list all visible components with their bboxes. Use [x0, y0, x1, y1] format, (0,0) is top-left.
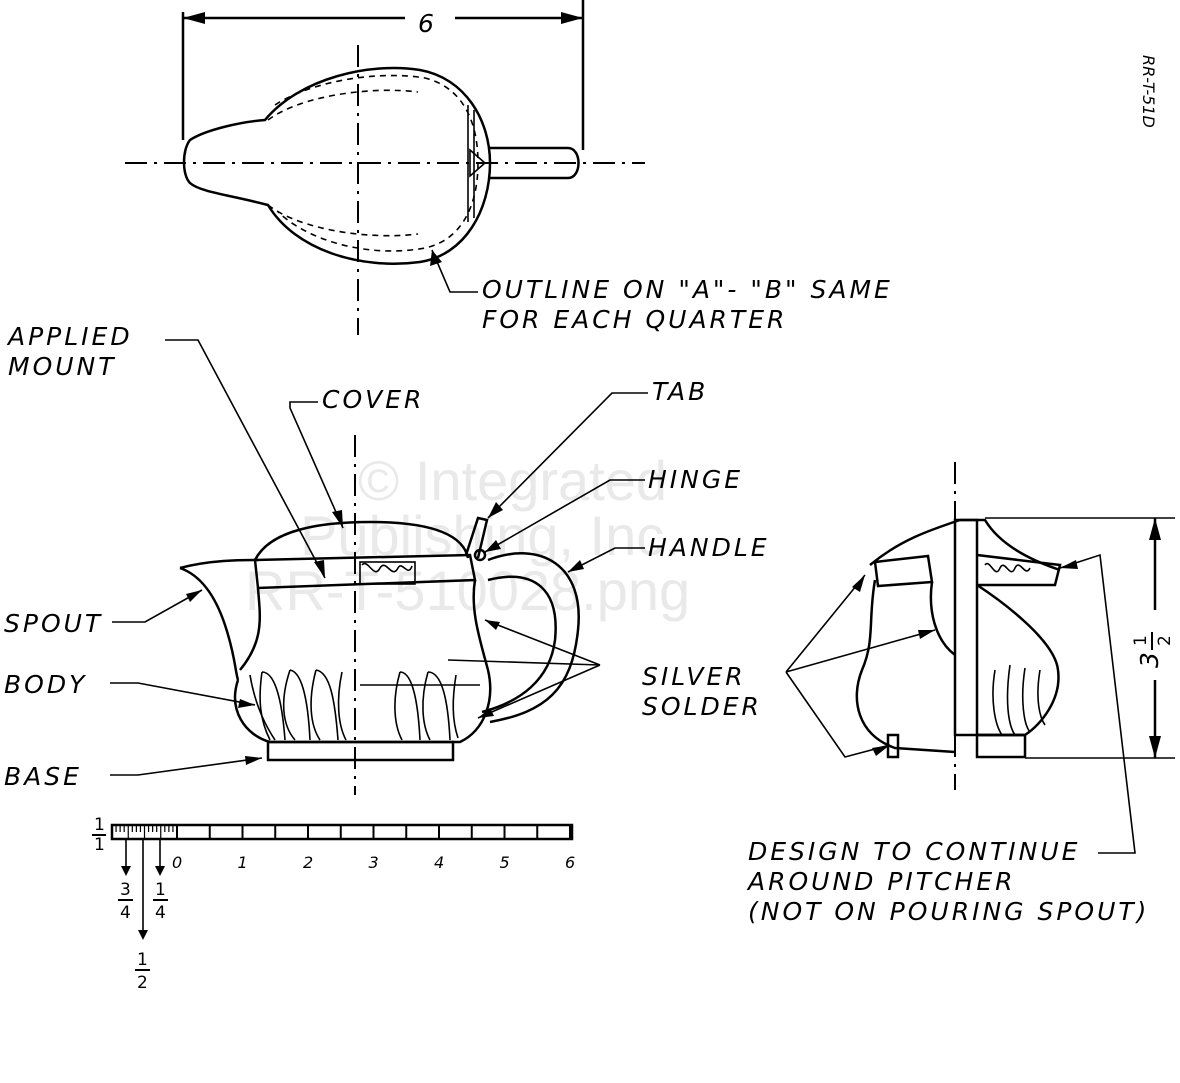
silver-solder-leaders-section	[785, 574, 936, 758]
top-outline	[182, 66, 492, 265]
front-base	[266, 740, 455, 762]
sub-label-three-quarter: 3 4	[118, 880, 133, 923]
front-mount-ornament	[359, 561, 416, 585]
design-label-3: (NOT ON POURING SPOUT)	[748, 897, 1149, 926]
applied-mount-label-1: APPLIED	[6, 322, 133, 351]
outline-label-2: FOR EACH QUARTER	[482, 305, 787, 334]
sub-label-quarter: 1 4	[153, 880, 168, 923]
sub-label-half-num: 1	[137, 950, 148, 970]
scale-unit-den: 1	[94, 835, 105, 855]
height-den: 2	[1155, 635, 1175, 646]
tab-label: TAB	[652, 377, 708, 406]
scale-tick-label: 2	[303, 853, 313, 872]
body-leader	[110, 682, 256, 706]
base-label: BASE	[4, 762, 82, 791]
height-num: 1	[1131, 635, 1151, 646]
silver-label: SILVER	[642, 662, 746, 691]
sub-label-half-den: 2	[137, 973, 148, 993]
top-handle	[488, 146, 580, 180]
section-view: 3 1 2	[785, 462, 1175, 854]
design-label-2: AROUND PITCHER	[746, 867, 1016, 896]
overall-width-dimension: 6	[418, 9, 437, 38]
drawing-id: RR-T-51D	[1139, 55, 1158, 128]
front-body-left	[239, 587, 261, 671]
handle-leader	[567, 547, 645, 573]
scale-tick-label: 1	[238, 853, 248, 872]
applied-mount-label-2: MOUNT	[8, 352, 117, 381]
section-mount-right	[976, 553, 1062, 587]
front-flutes	[249, 669, 480, 741]
hinge-leader	[484, 479, 645, 553]
front-spout-top	[179, 558, 259, 570]
base-leader	[110, 757, 263, 776]
outline-leader-arrow	[430, 250, 442, 266]
watermark-line-3: RR-T-510028.png	[245, 559, 690, 622]
scale-ticks	[111, 825, 571, 839]
handle-label: HANDLE	[648, 533, 770, 562]
front-view	[110, 339, 648, 795]
height-dimension: 3 1 2	[1131, 632, 1175, 668]
solder-label: SOLDER	[642, 692, 762, 721]
scale-tick-label: 5	[500, 853, 510, 872]
spout-label: SPOUT	[4, 609, 103, 638]
top-inner-outline	[274, 74, 479, 252]
sub-label-quarter-den: 4	[155, 903, 166, 923]
front-handle-inner	[481, 575, 557, 714]
scale-labels: 0 1 2 3 4 5 6	[172, 853, 575, 872]
sub-label-half: 1 2	[135, 950, 150, 993]
top-inner-outline-2	[267, 89, 419, 237]
design-leader	[1059, 553, 1136, 854]
front-hinge-pin	[473, 548, 487, 562]
sub-label-three-quarter-den: 4	[120, 903, 131, 923]
scale-tick-label: 3	[369, 853, 379, 872]
section-body-right	[976, 583, 1060, 737]
front-handle-outer	[487, 552, 580, 724]
section-mount-left	[873, 554, 934, 588]
dim-arrow-right	[561, 12, 583, 24]
silver-solder-leaders-front	[447, 619, 601, 719]
scale-tick-label: 6	[565, 853, 575, 872]
applied-mount-leader	[165, 339, 326, 579]
section-cut-plane	[953, 518, 979, 737]
scale-tick-label: 4	[434, 853, 444, 872]
outline-label-1: OUTLINE ON "A"- "B" SAME	[482, 275, 893, 304]
cover-label: COVER	[322, 385, 424, 414]
section-outer-wall	[855, 579, 956, 754]
section-ornament	[984, 562, 1031, 573]
outline-leader	[431, 249, 478, 293]
height-whole: 3	[1135, 649, 1164, 668]
scale-bar-frame	[110, 823, 574, 841]
tab-leader	[487, 392, 648, 519]
body-label: BODY	[4, 670, 87, 699]
top-view: 6 OUTLINE ON "A"- "B" SAME FOR EACH QUAR…	[125, 0, 893, 335]
watermark: © Integrated Publishing, Inc. RR-T-51002…	[245, 449, 690, 622]
front-spout-body	[179, 566, 240, 681]
section-inner-wall	[929, 581, 956, 656]
design-label-1: DESIGN TO CONTINUE	[748, 837, 1080, 866]
front-tab	[464, 516, 489, 559]
sub-label-quarter-num: 1	[155, 880, 166, 900]
sub-label-three-quarter-num: 3	[120, 880, 131, 900]
section-flutes	[992, 664, 1046, 736]
cover-leader	[289, 401, 344, 529]
hinge-label: HINGE	[648, 465, 743, 494]
top-hinge-knuckle	[469, 148, 487, 178]
front-cover	[253, 520, 470, 561]
dim-arrow-left	[183, 12, 205, 24]
scale-unit-num: 1	[94, 815, 105, 835]
section-foot-right	[975, 733, 1027, 759]
spout-leader	[112, 589, 203, 623]
scale-tick-label: 0	[172, 853, 182, 872]
